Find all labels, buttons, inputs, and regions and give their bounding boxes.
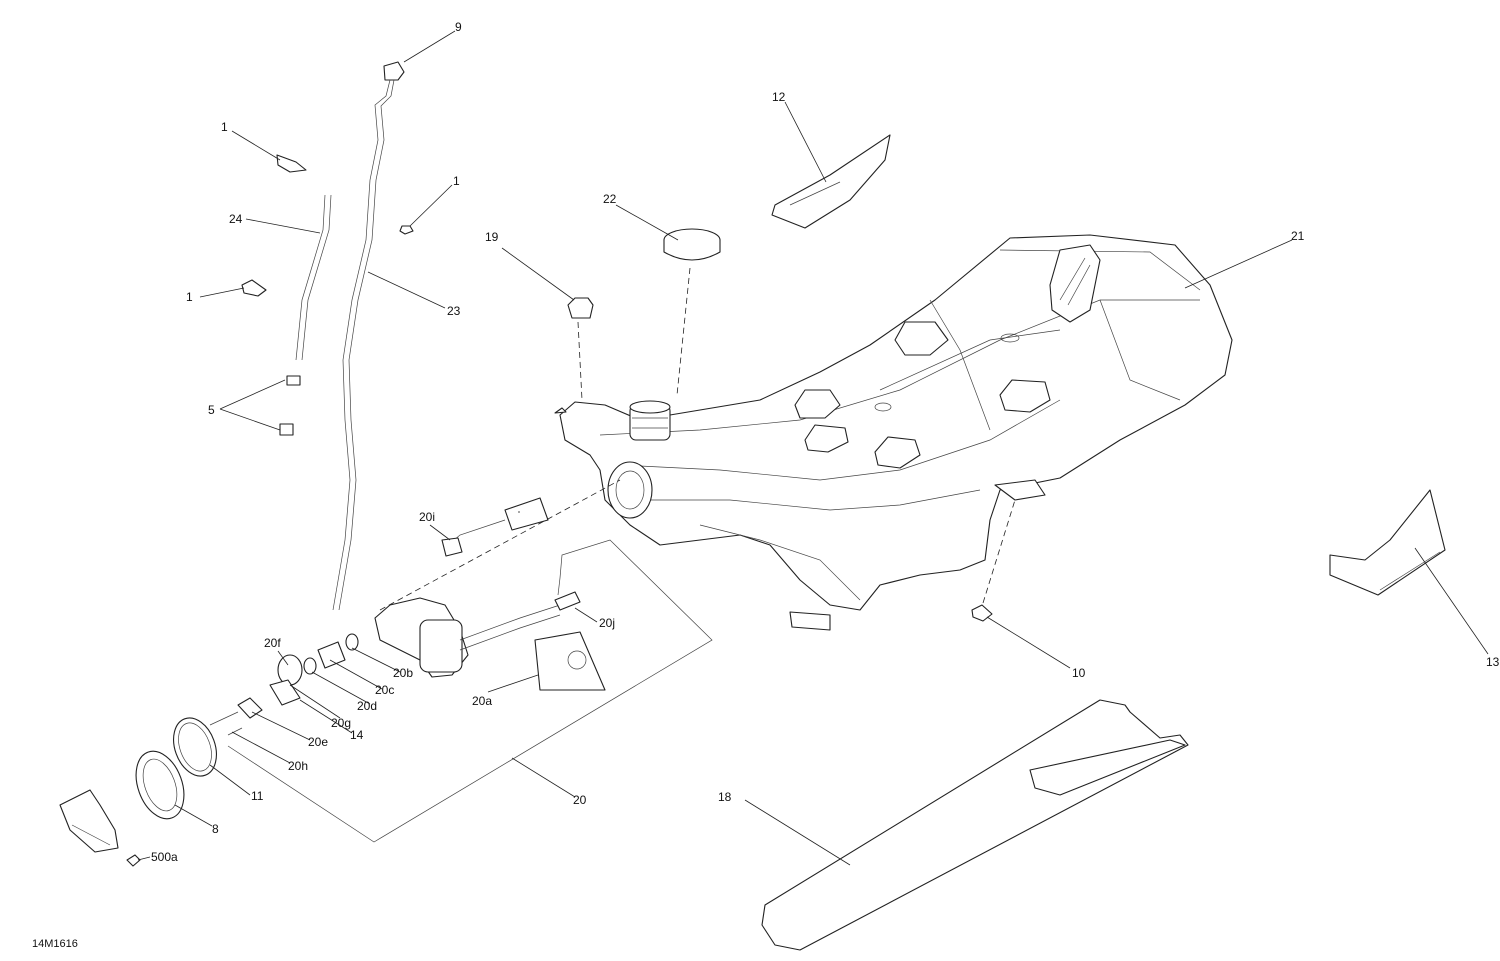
fuel-pump-module [209, 479, 713, 843]
callout-20d: 20d [357, 699, 377, 713]
callout-5: 5 [208, 403, 215, 417]
callout-22: 22 [603, 192, 617, 206]
gasket-11 [173, 717, 217, 777]
callout-9: 9 [455, 20, 462, 34]
fuel-cap [663, 228, 721, 396]
label-pad [789, 611, 831, 631]
grommet-19 [567, 297, 594, 401]
fuel-line-connector [59, 789, 141, 867]
callout-11: 11 [251, 789, 264, 803]
callout-20: 20 [573, 793, 587, 807]
callout-18: 18 [718, 790, 732, 804]
lock-ring-8 [135, 750, 185, 820]
heat-shield-12 [771, 134, 891, 229]
diagram-code: 14M1616 [32, 938, 78, 950]
pad-18 [761, 699, 1189, 951]
callout-20a: 20a [472, 694, 492, 708]
callout-24: 24 [229, 212, 243, 226]
callout-12: 12 [772, 90, 786, 104]
callout-20f: 20f [264, 636, 281, 650]
callout-20c: 20c [375, 683, 394, 697]
callout-20g: 20g [331, 716, 351, 730]
callout-500a: 500a [151, 850, 178, 864]
callout-20b: 20b [393, 666, 413, 680]
callout-20h: 20h [288, 759, 308, 773]
callout-20j: 20j [599, 616, 615, 630]
callout-1-left: 1 [186, 290, 193, 304]
callout-19: 19 [485, 230, 499, 244]
callout-20e: 20e [308, 735, 328, 749]
clip-parts [241, 154, 414, 297]
fuel-tank [554, 234, 1233, 611]
grommet-parts [279, 375, 301, 436]
callout-23: 23 [447, 304, 461, 318]
callout-labels: 9 1 1 1 24 23 5 19 22 12 21 13 10 18 20i… [151, 20, 1500, 864]
heat-shield-13 [1329, 489, 1446, 596]
callout-14: 14 [350, 728, 364, 742]
callout-13: 13 [1486, 655, 1500, 669]
callout-21: 21 [1291, 229, 1305, 243]
callout-8: 8 [212, 822, 219, 836]
callout-1-right: 1 [453, 174, 460, 188]
vent-hose-assembly [332, 61, 405, 611]
callout-20i: 20i [419, 510, 435, 524]
small-hose [295, 194, 332, 361]
callout-10: 10 [1072, 666, 1086, 680]
callout-1-top: 1 [221, 120, 228, 134]
leader-lines [137, 30, 1489, 866]
